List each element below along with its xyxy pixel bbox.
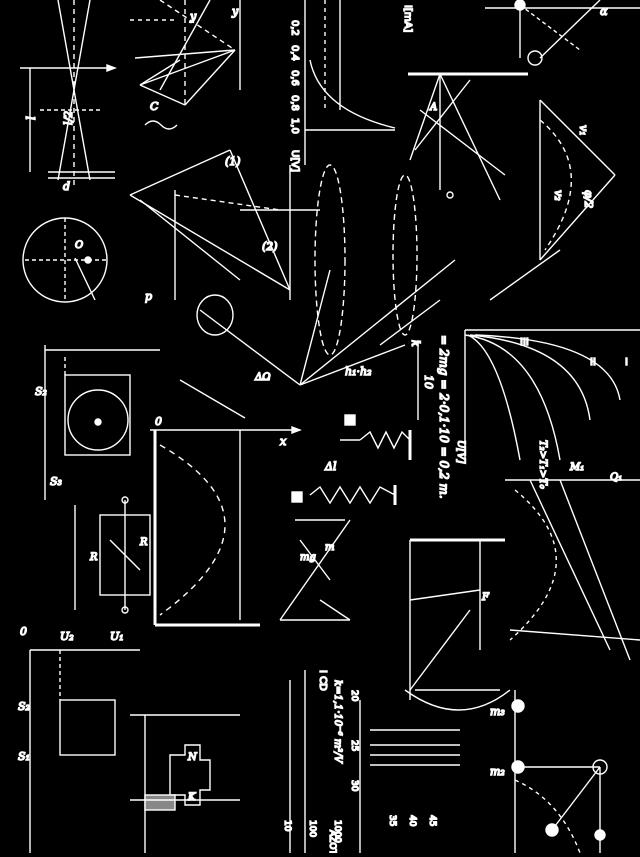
svg-text:p: p (145, 290, 152, 303)
svg-text:R: R (139, 537, 148, 548)
svg-text:U₁: U₁ (110, 630, 124, 643)
pendulum-diagram: α (485, 0, 640, 66)
bottom-square-diagram: 0 U₂ U₁ S₂ S₁ (17, 624, 140, 853)
svg-text:h₁·h₂: h₁·h₂ (345, 365, 372, 378)
svg-text:y: y (189, 10, 197, 23)
svg-text:(1): (1) (225, 155, 241, 168)
svg-text:AZOT: AZOT (327, 830, 337, 853)
svg-text:U₂: U₂ (60, 630, 74, 643)
svg-text:(2): (2) (262, 240, 278, 253)
vector-diagram: M₁ Q₁ (505, 461, 640, 661)
svg-text:10: 10 (282, 820, 292, 832)
svg-text:M₁: M₁ (569, 462, 584, 473)
circle-diagram: O (22, 217, 108, 303)
svg-text:I CD: I CD (317, 670, 328, 691)
temperature-curves: III II I T₂>T₁>T₀ U[V] (454, 329, 640, 489)
svg-text:m: m (325, 542, 334, 553)
pulley-triangle-diagram: y C y (130, 0, 241, 130)
circuit-diagram: R R (74, 496, 151, 614)
svg-text:A: A (429, 102, 437, 113)
svg-text:v₂: v₂ (552, 190, 565, 201)
svg-text:0,8: 0,8 (289, 95, 300, 111)
svg-text:v₁: v₁ (577, 125, 590, 136)
svg-text:d: d (63, 180, 70, 193)
svg-text:y: y (231, 5, 239, 18)
svg-text:20: 20 (349, 690, 359, 702)
svg-text:S₃: S₃ (50, 475, 62, 488)
svg-text:35: 35 (387, 815, 397, 826)
triangle-curve-diagram: v₁ φ/2 v₂ (489, 99, 616, 301)
svg-text:1,0: 1,0 (289, 118, 300, 134)
svg-text:S₂: S₂ (35, 385, 47, 398)
svg-text:α: α (600, 5, 608, 18)
svg-text:U[V]: U[V] (455, 440, 466, 464)
svg-text:Q₁: Q₁ (610, 472, 622, 483)
svg-text:S₂: S₂ (18, 700, 30, 713)
svg-text:F: F (481, 592, 490, 603)
svg-text:T₂>T₁>T₀: T₂>T₁>T₀ (537, 440, 548, 489)
svg-text:45: 45 (427, 815, 437, 826)
iu-curve-graph: 0,2 0,4 0,6 0,8 1,0 U[V] I[mA] (288, 0, 414, 173)
svg-text:K: K (187, 792, 196, 803)
inclined-plane-diagram: m mg (279, 519, 351, 621)
svg-text:C: C (150, 100, 159, 113)
svg-text:III: III (520, 337, 529, 348)
svg-text:mg: mg (300, 552, 316, 563)
svg-text:m₂: m₂ (490, 765, 505, 778)
svg-text:ΔΩ: ΔΩ (254, 372, 271, 383)
svg-text:0,2: 0,2 (289, 20, 300, 36)
svg-text:S₁: S₁ (18, 750, 30, 763)
svg-text:N: N (187, 752, 198, 763)
svg-text:0: 0 (155, 415, 162, 428)
spring-diagram: Δl (291, 414, 412, 505)
svg-text:R: R (89, 552, 98, 563)
svg-text:m₃: m₃ (490, 705, 505, 718)
lens-focus-diagram: h₁·h₂ ΔΩ (196, 164, 456, 386)
svg-text:30: 30 (349, 780, 359, 792)
svg-text:k=1,1·10⁻⁶ m²/V: k=1,1·10⁻⁶ m²/V (332, 680, 343, 765)
svg-text:O: O (75, 240, 83, 251)
svg-text:40: 40 (407, 815, 417, 827)
svg-text:1000: 1000 (332, 820, 342, 843)
force-triangle: p (1) (2) (129, 149, 320, 304)
square-circle-diagram: S₃ S₂ (34, 345, 160, 500)
cross-object: N K (130, 714, 240, 853)
lens-ray-diagram: l l/2 d (20, 0, 117, 194)
masses-pulley-diagram: m₃ m₂ (489, 690, 608, 854)
svg-text:k: k (409, 340, 422, 347)
svg-text:l/2: l/2 (62, 111, 75, 125)
reflection-ray-diagram: A (408, 72, 528, 201)
svg-text:l: l (24, 116, 38, 120)
svg-text:I: I (625, 357, 628, 368)
svg-text:0,4: 0,4 (289, 45, 300, 61)
formula-block: = 2mg = 2·0,1·10 = 0,2 m. k 10 (408, 334, 451, 499)
svg-text:II: II (590, 357, 596, 368)
optics-bench: F (404, 538, 511, 711)
svg-text:x: x (280, 435, 287, 448)
svg-text:100: 100 (307, 820, 317, 837)
svg-text:U[V]: U[V] (289, 150, 300, 172)
svg-text:0: 0 (20, 625, 27, 638)
svg-text:I[mA]: I[mA] (402, 5, 413, 32)
svg-text:Δl: Δl (324, 460, 337, 473)
bar-scale-diagram: I CD k=1,1·10⁻⁶ m²/V 10 100 1000 AZOT 20… (281, 669, 460, 856)
svg-text:= 2mg = 2·0,1·10 = 0,2 m.: = 2mg = 2·0,1·10 = 0,2 m. (437, 335, 451, 499)
svg-text:10: 10 (422, 375, 435, 389)
svg-text:0,6: 0,6 (289, 70, 300, 86)
svg-text:25: 25 (349, 740, 359, 751)
svg-text:φ/2: φ/2 (582, 190, 595, 208)
parabola-pit-diagram: x 0 (150, 379, 302, 627)
